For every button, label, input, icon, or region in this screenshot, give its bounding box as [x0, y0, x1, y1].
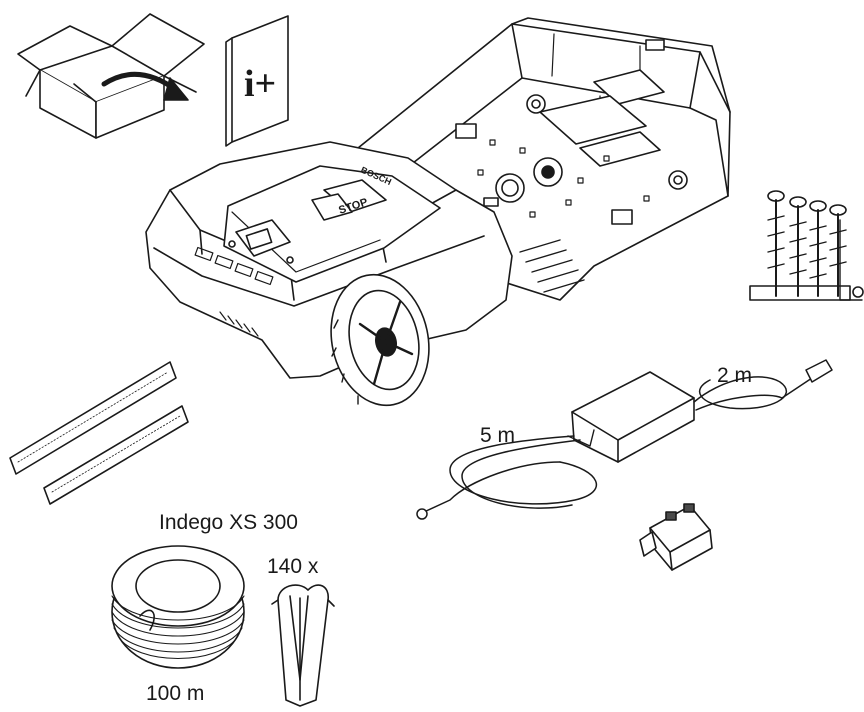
wire-connector-icon — [639, 503, 713, 571]
cable-5m-label: 5 m — [480, 424, 516, 447]
input-cable — [693, 359, 833, 411]
wire-length-label: 100 m — [146, 682, 205, 705]
mower-wheel — [330, 273, 430, 407]
ground-peg-icon — [271, 584, 335, 707]
manual-icon: i+ — [225, 15, 289, 147]
manual-symbol: i+ — [244, 63, 276, 105]
product-model-label: Indego XS 300 — [159, 511, 298, 534]
boundary-wire-coil-icon — [111, 545, 245, 669]
peg-count-label: 140 x — [267, 555, 319, 578]
cable-2m-label: 2 m — [717, 364, 753, 387]
output-cable — [416, 435, 597, 520]
open-box-icon — [17, 13, 205, 139]
station-screws-icon — [749, 190, 864, 301]
power-supply-icon — [416, 359, 833, 520]
adhesive-strips-icon — [9, 361, 189, 505]
robotic-mower: STOP BOSCH — [145, 141, 513, 407]
